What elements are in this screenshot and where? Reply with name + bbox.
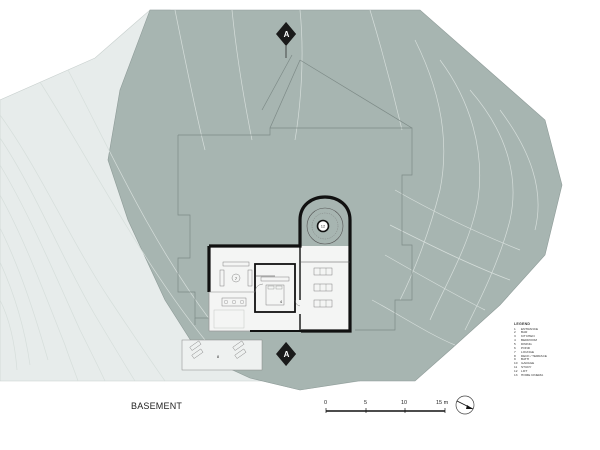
legend-item-label: ENTRANCE <box>521 326 539 331</box>
legend-item-label: BEDROOM <box>521 338 537 343</box>
legend-item-label: LIFT <box>521 368 528 373</box>
terrace-deck <box>181 339 263 371</box>
legend-item-number: 6 <box>514 345 516 350</box>
room-tag-lounge: 7 <box>235 276 238 281</box>
legend: LEGEND 1 ENTRANCE 2 BAR 3 KITCHEN 4 BEDROOM 5 DIN… <box>514 322 547 378</box>
legend-item-number: 9 <box>514 357 516 362</box>
legend-item-number: 7 <box>514 349 516 354</box>
section-marker-bottom-label: A <box>284 350 290 359</box>
legend-item-number: 12 <box>514 368 518 373</box>
legend-item-label: DECK / TERRACE <box>521 353 547 358</box>
legend-item-number: 10 <box>514 361 518 366</box>
room-tag-bedroom: 4 <box>280 299 283 304</box>
legend-item-number: 1 <box>514 326 516 331</box>
legend-item-number: 13 <box>514 372 518 377</box>
upper-level-outline <box>177 54 413 331</box>
legend-item-number: 4 <box>514 338 516 343</box>
scale-label-0: 0 <box>324 400 328 406</box>
legend-item: 7 LOUNGE <box>514 349 547 355</box>
section-marker-bottom <box>276 342 296 366</box>
legend-item-label: LOUNGE <box>521 349 535 354</box>
legend-item: 3 KITCHEN <box>514 334 547 339</box>
contour-lines <box>0 9 539 382</box>
legend-item-label: POND <box>521 345 530 350</box>
legend-item-label: KITCHEN <box>521 334 535 339</box>
legend-list: 1 ENTRANCE 2 BAR 3 KITCHEN 4 BEDROOM 5 DINING 6 PON… <box>514 326 547 378</box>
scale-label-5: 5 <box>364 400 368 406</box>
legend-item-label: HOME CINEMA <box>521 372 544 377</box>
legend-item-label: STUDY <box>521 365 532 370</box>
north-arrow-icon <box>455 395 475 415</box>
legend-item-number: 5 <box>514 341 516 346</box>
legend-item: 5 DINING <box>514 341 547 347</box>
legend-item: 9 BATH <box>514 357 547 362</box>
legend-title: LEGEND <box>514 322 531 326</box>
scale-label-10: 10 <box>401 400 408 406</box>
scale-label-15m: 15 m <box>436 400 449 406</box>
legend-item-number: 2 <box>514 330 516 335</box>
legend-item-number: 3 <box>514 334 516 339</box>
basement-building <box>207 195 352 333</box>
legend-item: 4 BEDROOM <box>514 338 547 343</box>
section-marker-top-label: A <box>284 30 290 39</box>
scale-bar <box>325 408 446 413</box>
legend-item-number: 8 <box>514 353 516 358</box>
legend-item-label: BAR <box>521 330 528 335</box>
legend-item: 1 ENTRANCE <box>514 326 547 332</box>
legend-item-label: DINING <box>521 341 532 346</box>
legend-item-label: BATH <box>521 357 530 362</box>
legend-item: 6 POND <box>514 345 547 351</box>
legend-item-label: GARAGE <box>521 361 535 366</box>
legend-item: 2 BAR <box>514 331 547 335</box>
room-tag-terrace: 8 <box>217 354 220 359</box>
drawing-title: BASEMENT <box>131 401 183 411</box>
legend-item-number: 11 <box>514 365 518 370</box>
section-marker-top <box>276 22 296 58</box>
room-tag-lift: 12 <box>321 224 326 229</box>
legend-item: 8 DECK / TERRACE <box>514 353 547 359</box>
